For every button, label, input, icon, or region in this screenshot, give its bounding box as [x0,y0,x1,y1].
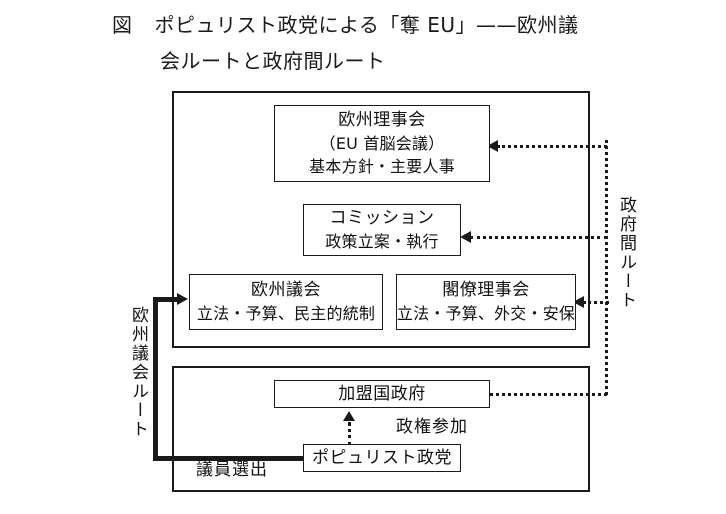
node-council-of-ministers-line-1: 閣僚理事会 [442,280,530,300]
arrowhead-member-states-icon [343,411,355,421]
node-european-council-line-2: （EU 首脳会議） [319,134,445,153]
route-segment-to-parliament [153,297,179,302]
figure-title-line-1: ポピュリスト政党による「奪 EU」——欧州議 [154,13,579,37]
label-member-election: 議員選出 [196,460,268,480]
intergovernmental-route-spine [605,140,608,395]
node-populist-parties[interactable]: ポピュリスト政党 [303,444,461,472]
node-commission-line-1: コミッション [329,208,435,228]
node-member-state-governments[interactable]: 加盟国政府 [274,380,490,408]
node-european-parliament-line-1: 欧州議会 [251,280,321,300]
arrowhead-european-parliament-icon [177,293,188,305]
route-segment-member-election [153,456,305,461]
connector-to-european-council [497,145,607,148]
figure-label: 図 [112,13,133,37]
connector-member-states-to-spine [490,393,607,396]
node-european-parliament-line-2: 立法・予算、民主的統制 [196,304,376,323]
label-government-participation: 政権参加 [396,417,468,437]
node-council-of-ministers-line-2: 立法・予算、外交・安保 [396,304,576,323]
figure-title: 図ポピュリスト政党による「奪 EU」——欧州議 [112,8,672,42]
route-segment-vertical [153,297,158,461]
figure-title-line-2: 会ルートと政府間ルート [160,49,386,73]
label-intergovernmental-route: 政府間ルート [616,196,636,310]
label-european-parliament-route: 欧州議会ルート [128,306,148,439]
node-commission-line-2: 政策立案・執行 [325,232,439,251]
eu-institutions-container [172,91,590,348]
arrowhead-council-of-ministers-icon [573,296,584,308]
node-populist-parties-line-1: ポピュリスト政党 [312,447,452,468]
node-european-council-line-3: 基本方針・主要人事 [309,157,455,176]
connector-populist-to-member-states [348,422,351,446]
node-member-state-governments-line-1: 加盟国政府 [338,383,426,404]
node-european-parliament[interactable]: 欧州議会 立法・予算、民主的統制 [189,274,383,330]
connector-to-commission [470,236,607,239]
connector-to-council-of-ministers [583,301,609,304]
arrowhead-commission-icon [460,231,471,243]
node-european-council[interactable]: 欧州理事会 （EU 首脳会議） 基本方針・主要人事 [274,105,490,182]
member-states-container [172,366,590,492]
node-european-council-line-1: 欧州理事会 [338,110,426,130]
node-commission[interactable]: コミッション 政策立案・執行 [303,204,461,256]
arrowhead-european-council-icon [487,140,498,152]
node-council-of-ministers[interactable]: 閣僚理事会 立法・予算、外交・安保 [396,274,576,330]
